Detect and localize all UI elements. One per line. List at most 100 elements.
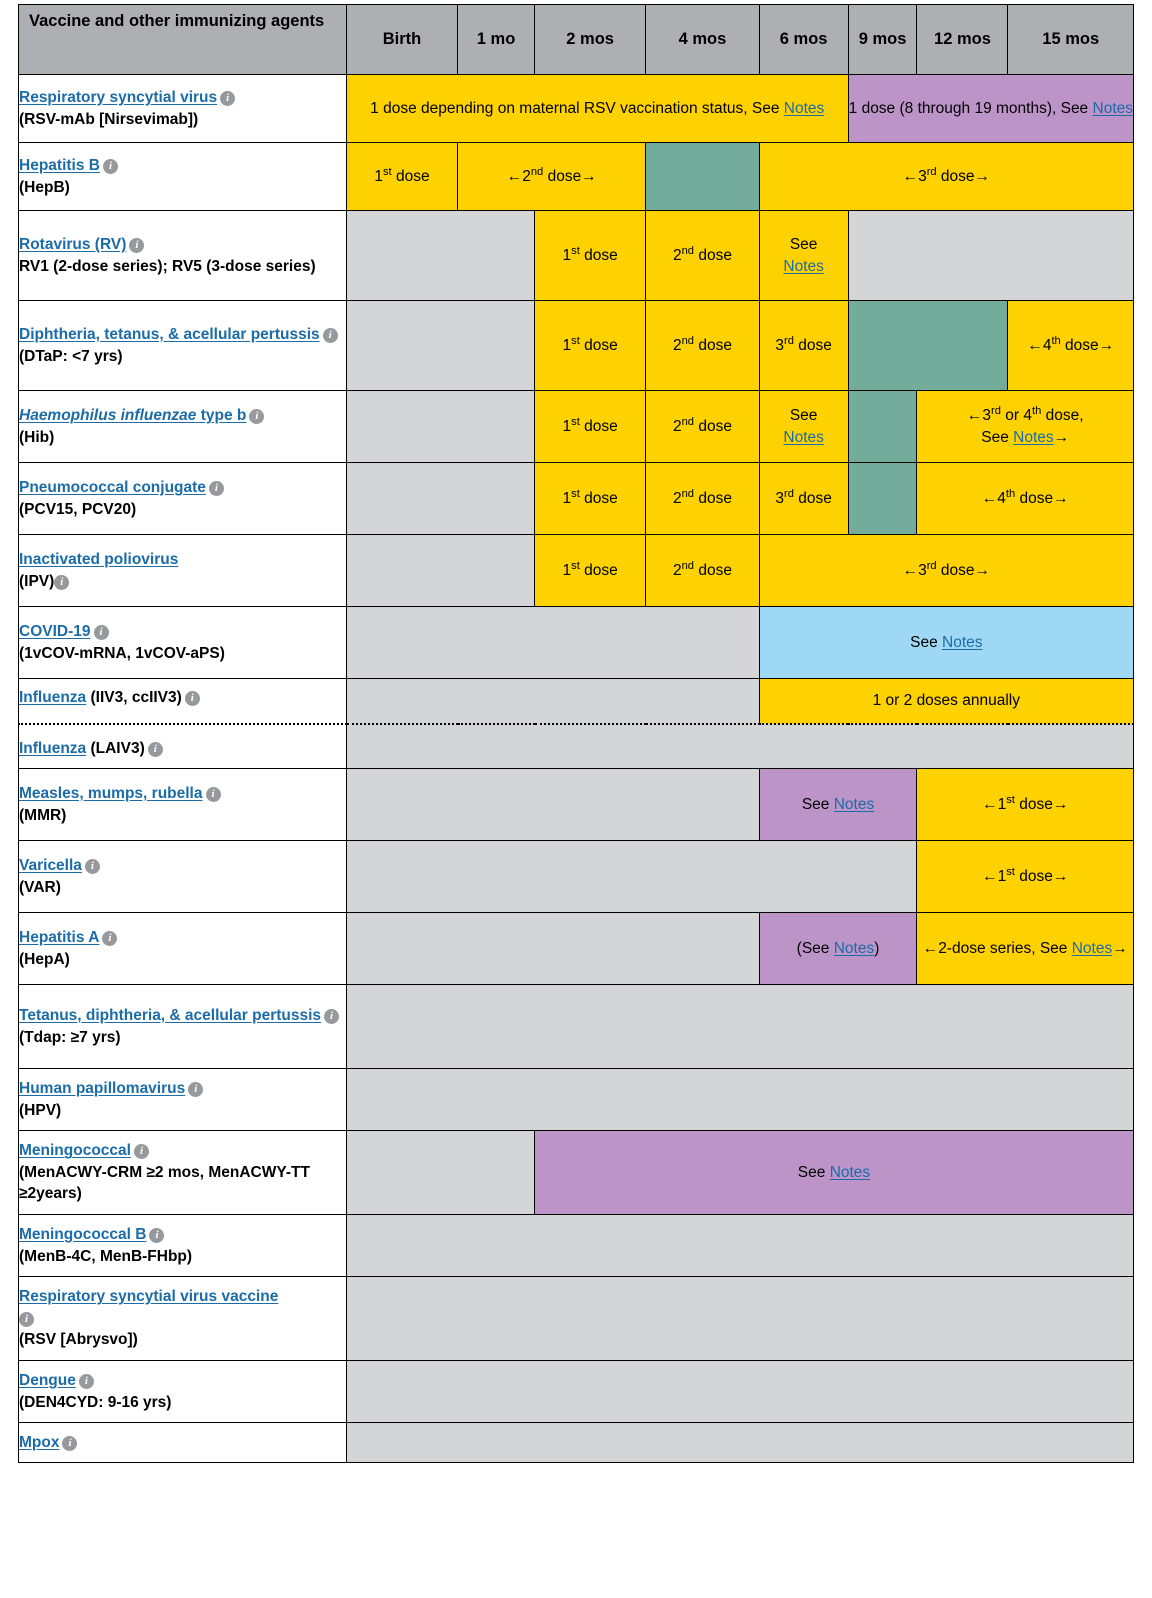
cell-menb-all (345, 1214, 1135, 1277)
notes-link[interactable]: Notes (1092, 99, 1134, 117)
cell-dtap-15mos: ←4th dose→ (1007, 300, 1134, 391)
info-icon[interactable]: i (19, 1311, 34, 1327)
vaccine-link-dengue[interactable]: Dengue (19, 1371, 76, 1389)
info-icon[interactable]: i (93, 624, 109, 640)
vaccine-link-hepa[interactable]: Hepatitis A (19, 928, 100, 946)
cell-dtap-4mos: 2nd dose (645, 300, 760, 391)
column-header-birth: Birth (345, 4, 459, 75)
cell-pcv-birth-1mo (345, 462, 536, 535)
info-icon[interactable]: i (133, 1144, 149, 1160)
cell-text: 1 dose depending on maternal RSV vaccina… (370, 99, 784, 117)
info-icon[interactable]: i (62, 1435, 78, 1451)
cell-mpox-all (345, 1422, 1135, 1463)
info-icon[interactable]: i (102, 930, 118, 946)
row-label-tdap: Tetanus, diphtheria, & acellular pertuss… (18, 984, 347, 1069)
row-label-rotavirus: Rotavirus (RV)i RV1 (2-dose series); RV5… (18, 210, 347, 301)
notes-link[interactable]: Notes (783, 99, 825, 117)
cell-mmr-12-15mos: ←1st dose→ (916, 768, 1134, 841)
vaccine-abbrev: (HepB) (19, 178, 70, 196)
cell-pcv-6mos: 3rd dose (758, 462, 849, 535)
info-icon[interactable]: i (249, 408, 265, 424)
vaccine-link-mmr[interactable]: Measles, mumps, rubella (19, 784, 203, 802)
info-icon[interactable]: i (208, 480, 224, 496)
cell-hib-2mos: 1st dose (533, 390, 647, 463)
cell-hepb-birth: 1st dose (345, 142, 459, 211)
vaccine-abbrev: (VAR) (19, 878, 61, 896)
cell-hepa-6-9mos: (See Notes) (758, 912, 918, 985)
info-icon[interactable]: i (102, 158, 118, 174)
notes-link[interactable]: Notes (783, 428, 824, 446)
info-icon[interactable]: i (205, 786, 221, 802)
info-icon[interactable]: i (147, 742, 163, 758)
notes-link[interactable]: Notes (942, 633, 983, 651)
column-header-6mos: 6 mos (758, 4, 849, 75)
immunization-schedule-table: Vaccine and other immunizing agents Birt… (18, 4, 1135, 1463)
vaccine-link-influenza-laiv3[interactable]: Influenza (19, 740, 87, 758)
vaccine-link-menb[interactable]: Meningococcal B (19, 1225, 147, 1243)
cell-ipv-2mos: 1st dose (533, 534, 647, 607)
notes-link[interactable]: Notes (1071, 939, 1113, 957)
cell-dtap-2mos: 1st dose (533, 300, 647, 391)
row-label-influenza-laiv3: Influenza (LAIV3)i (18, 722, 347, 769)
cell-rsv-mab-9-15mos: 1 dose (8 through 19 months), See Notes (847, 74, 1135, 143)
notes-link[interactable]: Notes (1013, 428, 1054, 446)
cell-hepb-6-15mos: ←3rd dose→ (758, 142, 1135, 211)
vaccine-abbrev: (RSV [Abrysvo]) (19, 1331, 138, 1349)
vaccine-link-ipv[interactable]: Inactivated poliovirus (19, 550, 179, 568)
notes-link[interactable]: Notes (833, 795, 875, 813)
vaccine-link-dtap[interactable]: Diphtheria, tetanus, & acellular pertuss… (19, 325, 320, 343)
vaccine-abbrev: (1vCOV-mRNA, 1vCOV-aPS) (19, 644, 225, 662)
info-icon[interactable]: i (129, 237, 145, 253)
notes-link[interactable]: Notes (829, 1163, 871, 1181)
notes-link[interactable]: Notes (783, 257, 824, 275)
vaccine-link-covid[interactable]: COVID-19 (19, 622, 91, 640)
cell-varicella-birth-9mos (345, 840, 918, 913)
info-icon[interactable]: i (78, 1373, 94, 1389)
info-icon[interactable]: i (220, 90, 236, 106)
info-icon[interactable]: i (324, 1008, 340, 1024)
vaccine-link-rsv-mab[interactable]: Respiratory syncytial virus (19, 88, 218, 106)
cell-rotavirus-2mos: 1st dose (533, 210, 647, 301)
cell-rsv-mab-birth-6mos: 1 dose depending on maternal RSV vaccina… (345, 74, 849, 143)
vaccine-abbrev: (LAIV3) (86, 740, 145, 758)
column-header-15mos: 15 mos (1007, 4, 1134, 75)
vaccine-link-tdap[interactable]: Tetanus, diphtheria, & acellular pertuss… (19, 1006, 322, 1024)
vaccine-link-rotavirus[interactable]: Rotavirus (RV) (19, 235, 127, 253)
info-icon[interactable]: i (184, 690, 200, 706)
cell-varicella-12-15mos: ←1st dose→ (916, 840, 1134, 913)
info-icon[interactable]: i (188, 1081, 204, 1097)
header-row: Vaccine and other immunizing agents Birt… (18, 4, 1134, 75)
cell-ipv-6-15mos: ←3rd dose→ (758, 534, 1135, 607)
vaccine-abbrev: (IIV3, ccIIV3) (86, 688, 182, 706)
vaccine-link-pcv[interactable]: Pneumococcal conjugate (19, 478, 206, 496)
cell-dtap-6mos: 3rd dose (758, 300, 849, 391)
notes-link[interactable]: Notes (833, 939, 875, 957)
vaccine-link-mpox[interactable]: Mpox (19, 1433, 60, 1451)
vaccine-link-hib-rest: type b (196, 406, 247, 424)
vaccine-abbrev: (HepA) (19, 950, 70, 968)
vaccine-link-hib[interactable]: Haemophilus influenzae type b (19, 407, 246, 424)
vaccine-link-varicella[interactable]: Varicella (19, 856, 82, 874)
vaccine-link-influenza-iiv3[interactable]: Influenza (19, 688, 87, 706)
info-icon[interactable]: i (149, 1227, 165, 1243)
vaccine-link-rsv-vaccine[interactable]: Respiratory syncytial virus vaccine (19, 1288, 279, 1306)
cell-hepb-1-2mos: ←2nd dose→ (457, 142, 647, 211)
info-icon[interactable]: i (54, 574, 70, 590)
vaccine-abbrev-text: (IPV) (19, 572, 55, 590)
vaccine-link-meningococcal[interactable]: Meningococcal (19, 1142, 131, 1160)
column-header-12mos: 12 mos (916, 4, 1009, 75)
vaccine-link-hpv[interactable]: Human papillomavirus (19, 1079, 186, 1097)
info-icon[interactable]: i (84, 858, 100, 874)
vaccine-link-hepb[interactable]: Hepatitis B (19, 156, 100, 174)
cell-ipv-birth-1mo (345, 534, 536, 607)
info-icon[interactable]: i (322, 327, 338, 343)
